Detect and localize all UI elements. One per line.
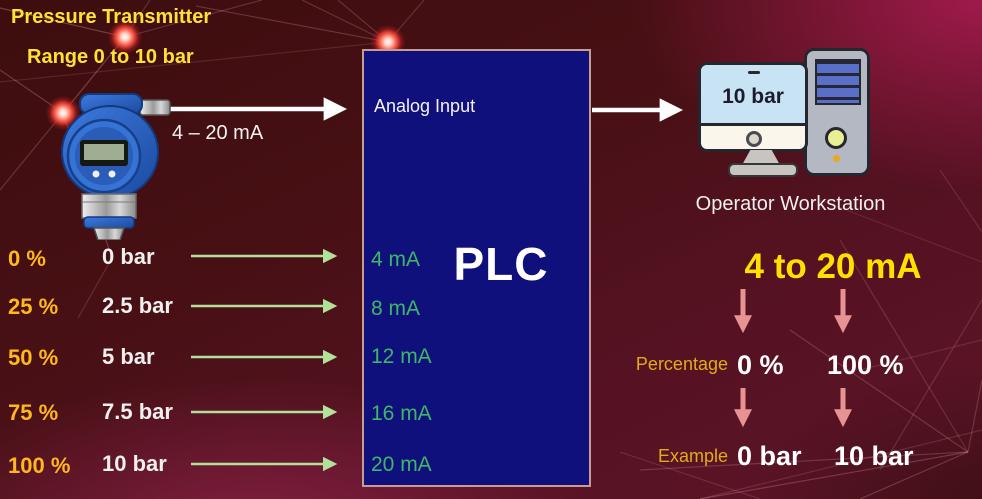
example-max-value: 10 bar [834,441,914,471]
page-title: Pressure Transmitter [11,6,212,28]
percentage-max-value: 100 % [827,350,904,380]
example-min-value: 0 bar [737,441,802,471]
pressure-label: 0 bar [102,244,155,269]
percentage-label: Percentage [635,354,728,374]
percent-label: 75 % [8,400,59,425]
camera-dash-icon [748,71,760,74]
percent-label: 50 % [8,345,59,370]
tower-led [833,155,840,162]
pressure-label: 10 bar [102,451,167,476]
workstation-monitor: 10 bar [698,62,808,152]
percent-label: 25 % [8,294,59,319]
plc-input-value: 8 mA [371,297,421,320]
monitor-base [728,163,798,177]
workstation-tower [804,48,870,176]
pressure-label: 7.5 bar [102,399,173,424]
tower-drive-bays [815,59,861,105]
range-subtitle: Range 0 to 10 bar [27,46,194,68]
monitor-stand [742,150,780,165]
signal-current-label: 4 – 20 mA [172,122,264,144]
tower-power-button [825,127,847,149]
plc-input-value: 20 mA [371,453,432,476]
plc-input-value: 16 mA [371,402,432,425]
lower-flange [83,216,135,229]
plc-title: PLC [453,238,549,290]
plc-input-value: 12 mA [371,345,432,368]
monitor-screen: 10 bar [701,65,805,126]
monitor-power-dot [746,131,762,147]
pressure-transmitter-image [61,93,171,240]
percent-label: 100 % [8,453,71,478]
percent-label: 0 % [8,246,46,271]
pressure-label: 2.5 bar [102,293,173,318]
plc-box: Analog Input PLC 4 mA 8 mA 12 mA 16 mA 2… [362,49,591,487]
legend-title: 4 to 20 mA [744,247,922,286]
process-connector [92,227,126,240]
workstation-label: Operator Workstation [695,193,886,215]
pressure-label: 5 bar [102,344,155,369]
percentage-min-value: 0 % [737,350,784,380]
plc-input-value: 4 mA [371,248,421,271]
conduit-fitting [139,99,171,116]
sensor-body [81,193,137,219]
glow-dot [108,20,142,54]
screen-pressure-value: 10 bar [722,85,784,108]
example-label: Example [657,446,728,466]
analog-input-label: Analog Input [374,96,476,116]
